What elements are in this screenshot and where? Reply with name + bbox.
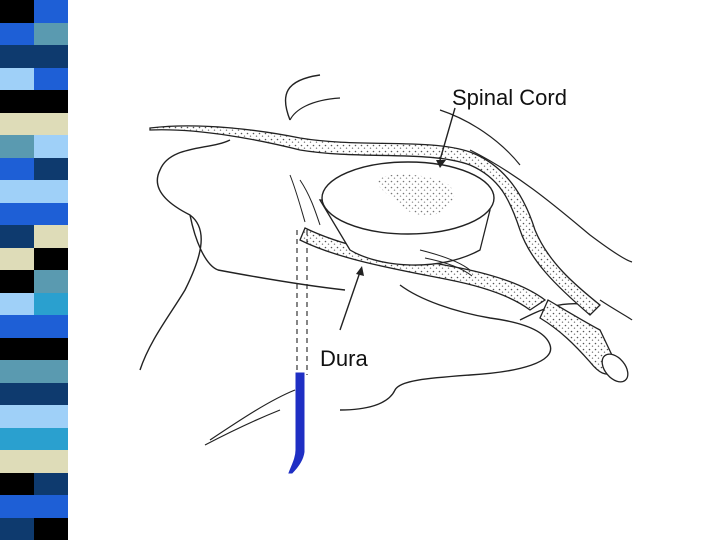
- stripe-block: [0, 180, 68, 203]
- nerve-root-end: [601, 353, 629, 383]
- stripe-block: [0, 112, 68, 135]
- stripe-block: [0, 225, 68, 248]
- stripe-block: [0, 202, 68, 225]
- dura-arrow: [339, 271, 361, 331]
- vertebra-outline: [139, 74, 591, 411]
- stripe-block: [0, 472, 68, 495]
- stripe-block: [0, 0, 68, 23]
- dura-sleeve: [149, 125, 601, 316]
- vertebra-right-edge: [469, 149, 633, 321]
- spinal-cord-arrow: [439, 107, 456, 161]
- stripe-block: [0, 45, 68, 68]
- decorative-stripe-bar: [0, 0, 68, 540]
- spinal-needle: [288, 372, 305, 474]
- stripe-block: [0, 22, 68, 45]
- nerve-root: [539, 299, 621, 376]
- rootlets: [289, 174, 473, 277]
- stripe-block: [0, 360, 68, 383]
- dura-arrowhead: [356, 266, 364, 276]
- stripe-block: [0, 382, 68, 405]
- stripe-block: [0, 157, 68, 180]
- stripe-block: [0, 247, 68, 270]
- stripe-block: [0, 517, 68, 540]
- stripe-block: [0, 67, 68, 90]
- stripe-block: [0, 337, 68, 360]
- stripe-block: [0, 450, 68, 473]
- stripe-block: [0, 270, 68, 293]
- dura-label: Dura: [320, 346, 368, 371]
- lower-lines: [204, 389, 296, 446]
- stripe-block: [0, 135, 68, 158]
- stripe-block: [0, 292, 68, 315]
- spinal-cord-arrowhead: [436, 160, 446, 168]
- stripe-block: [0, 315, 68, 338]
- stripe-block: [0, 90, 68, 113]
- stripe-block: [0, 405, 68, 428]
- gray-matter: [375, 174, 455, 216]
- stripe-block: [0, 495, 68, 518]
- spinal-cord-label: Spinal Cord: [452, 85, 567, 110]
- posterior-arch-line: [289, 97, 521, 166]
- stripe-block: [0, 427, 68, 450]
